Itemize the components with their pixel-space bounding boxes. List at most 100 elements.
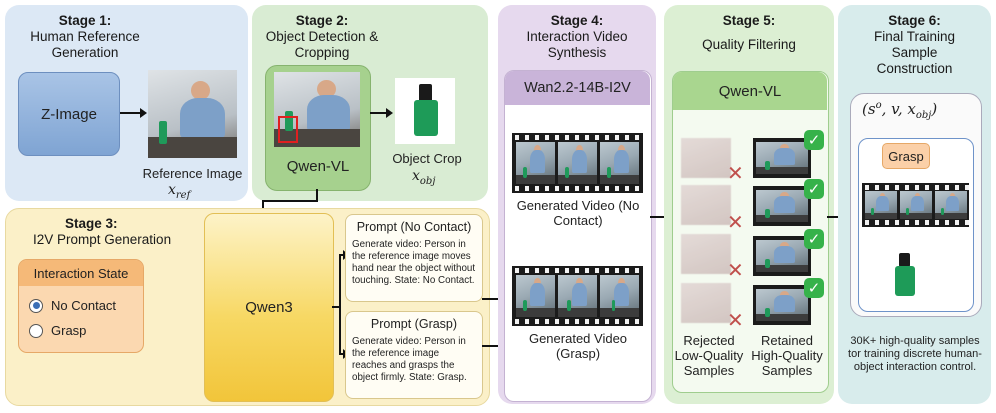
z-image-label: Z-Image [41,105,97,123]
arrow-line [262,200,264,210]
stage1-heading: Stage 1: [58,13,112,28]
radio-label-grasp: Grasp [51,323,87,338]
object-crop-image [395,78,455,144]
stage1-subtitle: Human Reference Generation [30,29,140,60]
training-tuple: (so, v, xobj) [862,100,938,121]
training-video-filmstrip [862,183,969,227]
arrowhead [386,108,393,118]
qwen3-box: Qwen3 [204,213,334,402]
qwen-vl-filter-label: Qwen-VL [718,82,782,100]
stage2-heading: Stage 2: [295,13,349,28]
video-frame [600,142,639,184]
object-crop-symbol: xobj [412,168,436,187]
retained-sample [753,138,811,178]
prompt-grasp-card: Prompt (Grasp) Generate video: Person in… [345,311,483,399]
reference-symbol: xref [168,182,191,201]
accept-check-icon: ✓ [804,229,824,249]
stage2-subtitle: Object Detection & Cropping [265,29,379,60]
video-frame [900,191,932,219]
arrow-line [339,254,345,256]
video-frame [558,142,597,184]
rejected-caption: Rejected Low-Quality Samples [674,333,744,378]
grasp-state-badge: Grasp [882,143,930,169]
z-image-box: Z-Image [18,72,120,156]
arrow-detect-to-crop [370,112,388,114]
arrowhead [140,108,147,118]
rejected-sample [681,234,731,274]
stage2-title: Stage 2: Object Detection & Cropping [262,13,382,61]
branch-line [339,254,341,354]
qwen3-label: Qwen3 [245,299,293,316]
video-grasp-filmstrip [512,266,643,326]
video-no-contact-filmstrip [512,133,643,193]
prompt-no-contact-card: Prompt (No Contact) Generate video: Pers… [345,214,483,302]
stage3-subtitle: I2V Prompt Generation [33,232,172,247]
stage3-heading: Stage 3: [65,216,118,231]
reference-image [148,70,237,158]
interaction-state-title: Interaction State [33,265,129,281]
stage6-summary: 30K+ high-quality samples tor training d… [848,335,982,373]
qwen-vl-filter-header: Qwen-VL [673,72,827,110]
video-frame [516,142,555,184]
radio-unselected-icon [29,323,43,338]
video-frame [865,191,897,219]
radio-grasp[interactable]: Grasp [29,323,86,338]
reference-caption: Reference Image [142,166,243,181]
retained-caption: Retained High-Quality Samples [751,333,823,378]
stage6-title: Stage 6: Final Training Sample Construct… [838,13,991,77]
wan-model-box [504,70,652,402]
retained-sample [753,236,811,276]
stage3-title: Stage 3: I2V Prompt Generation [33,216,171,248]
rejected-sample [681,185,731,225]
branch-line [332,306,340,308]
video-frame [516,275,555,317]
reject-x-icon: ✕ [727,210,744,234]
stage6-subtitle: Final Training Sample Construction [873,29,956,76]
radio-label-no-contact: No Contact [51,298,117,313]
arrow-stage4-to-stage5 [650,216,668,218]
stage5-heading: Stage 5: [722,13,776,28]
prompt-no-contact-body: Generate video: Person in the reference … [352,239,476,286]
arrow-stage2-to-stage3 [316,189,318,201]
accept-check-icon: ✓ [804,179,824,199]
prompt-no-contact-title: Prompt (No Contact) [356,220,472,234]
retained-sample [753,186,811,226]
arrow-stage5-to-stage6 [827,216,847,218]
arrow-line [262,200,318,202]
video-frame [935,191,967,219]
arrow-z-to-ref [120,112,142,114]
video-frame [600,275,639,317]
prompt-grasp-body: Generate video: Person in the reference … [352,336,467,383]
prompt-grasp-title: Prompt (Grasp) [370,317,458,331]
reject-x-icon: ✕ [727,258,744,282]
object-crop-thumbnail [880,250,930,300]
stage5-subtitle: Quality Filtering [702,37,796,52]
stage4-title: Stage 4: Interaction Video Synthesis [498,13,656,61]
arrow-prompt1-to-video [482,298,504,300]
reject-x-icon: ✕ [727,161,744,185]
interaction-state-box: Interaction State No Contact Grasp [18,259,144,353]
video-no-contact-caption: Generated Video (No Contact) [516,198,640,228]
arrow-prompt2-to-video [482,345,504,347]
detection-image [274,72,360,147]
interaction-state-header: Interaction State [19,260,143,286]
arrow-line [339,353,345,355]
reject-x-icon: ✕ [727,308,744,332]
rejected-sample [681,283,731,323]
stage5-title: Stage 5: Quality Filtering [664,13,834,53]
qwen-vl-label: Qwen-VL [286,158,350,175]
accept-check-icon: ✓ [804,130,824,150]
stage4-subtitle: Interaction Video Synthesis [526,29,628,60]
object-crop-caption: Object Crop [392,151,462,166]
video-frame [558,275,597,317]
detection-bbox [278,116,298,143]
video-grasp-caption: Generated Video (Grasp) [528,331,628,361]
stage6-heading: Stage 6: [888,13,941,28]
stage4-heading: Stage 4: [550,13,604,28]
wan-model-header: Wan2.2-14B-I2V [505,71,650,105]
rejected-sample [681,138,731,178]
qwen-vl-filter-box [672,71,829,393]
radio-no-contact[interactable]: No Contact [29,298,116,313]
grasp-state-label: Grasp [888,148,924,164]
wan-model-label: Wan2.2-14B-I2V [524,80,631,96]
